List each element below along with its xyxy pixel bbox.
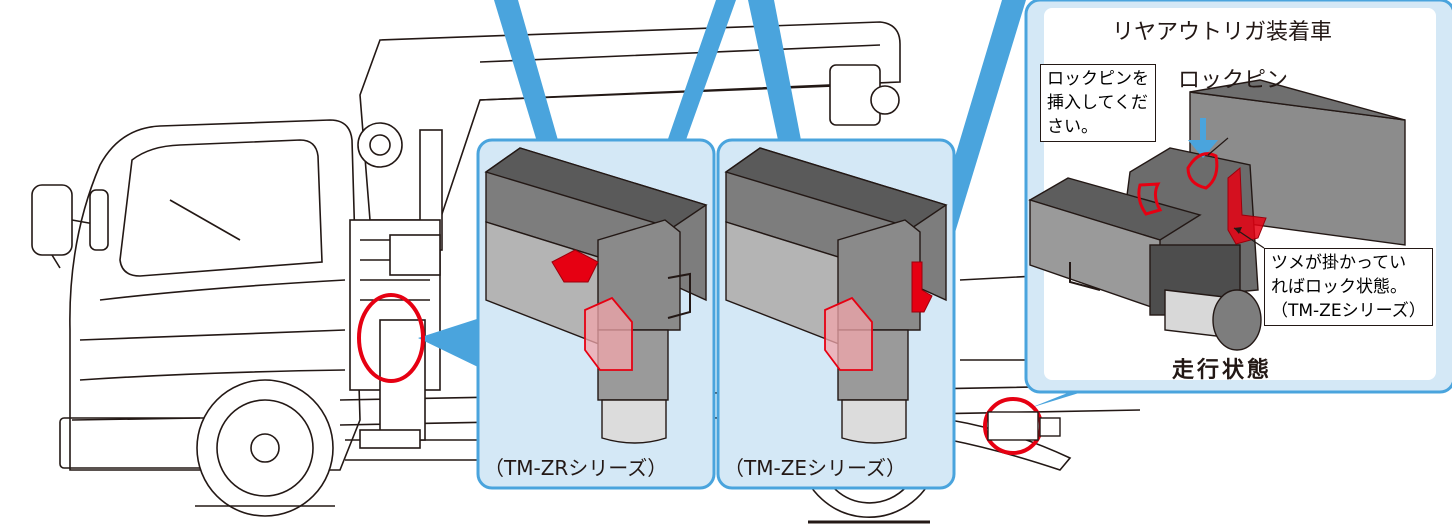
caption-tm-zr: （TM-ZRシリーズ） [484, 456, 668, 480]
truck-cab [31, 119, 361, 471]
claw-lock-note-line: （TM-ZEシリーズ） [1271, 301, 1426, 321]
panel-tm-ze [716, 138, 956, 490]
panel-tm-zr [476, 138, 716, 490]
rear-outrigger [987, 411, 1061, 441]
panel-rear [1024, 0, 1452, 394]
insert-pin-note-line: さい。 [1047, 117, 1098, 137]
insert-pin-note: ロックピンを 挿入してくだ さい。 [1040, 64, 1156, 142]
front-outrigger-highlight [357, 293, 425, 383]
front-wheel [195, 379, 335, 517]
caption-tm-ze: （TM-ZEシリーズ） [724, 456, 907, 480]
rear-panel-title: リヤアウトリガ装着車 [1112, 20, 1333, 45]
insert-pin-note-line: 挿入してくだ [1047, 93, 1148, 113]
insert-pin-note-line: ロックピンを [1047, 69, 1149, 89]
driving-state-heading: 走行状態 [1172, 358, 1273, 383]
claw-lock-note: ツメが掛かってい ればロック状態。 （TM-ZEシリーズ） [1264, 248, 1433, 326]
claw-lock-note-line: ツメが掛かってい [1271, 253, 1407, 273]
lock-pin-label: ロックピン [1178, 68, 1289, 93]
claw-lock-note-line: ればロック状態。 [1271, 277, 1407, 297]
